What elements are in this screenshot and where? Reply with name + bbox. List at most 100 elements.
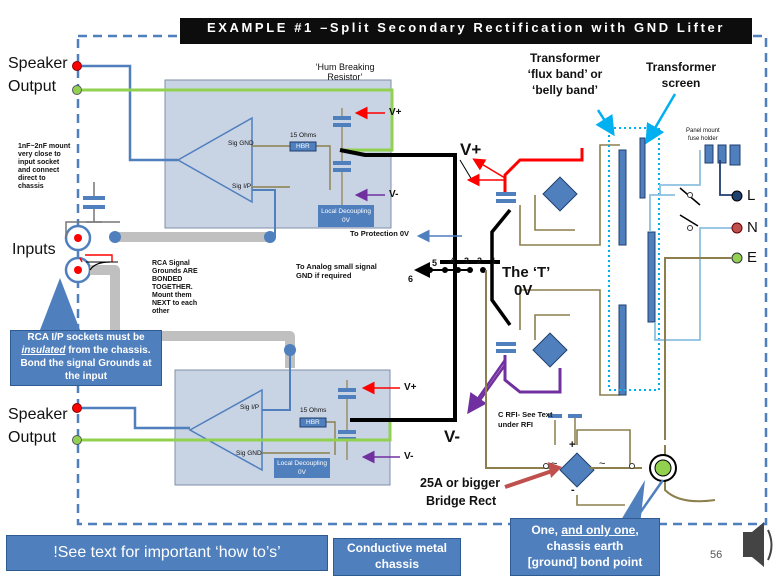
title-bar	[180, 18, 752, 44]
vplus-bottom-label: V+	[404, 382, 417, 393]
bridge-ac-1: ~	[551, 458, 558, 470]
rca-callout-line-1: RCA I/P sockets must be	[27, 332, 145, 343]
flux-band-outline	[608, 127, 660, 391]
one-only-line-1c: ,	[635, 523, 639, 537]
hbr-bottom-label: HBR	[306, 419, 320, 426]
mains-L-label: L	[747, 187, 756, 204]
conductive-chassis-callout: Conductive metal chassis	[333, 538, 461, 576]
node-6: 6	[408, 274, 414, 284]
hum-breaking-resistor-label: ‘Hum Breaking Resistor’	[315, 62, 375, 83]
vminus-top-label: V-	[389, 189, 399, 200]
the-t-label: The ‘T’	[502, 264, 551, 281]
vplus-top-label: V+	[389, 107, 402, 118]
input-cap-note: 1nF~2nF mount very close to input socket…	[18, 143, 71, 191]
speaker-icon	[743, 522, 764, 567]
opamp-bottom	[188, 388, 263, 472]
vminus-rail-label: V-	[444, 427, 461, 446]
bridge-rect-top	[542, 176, 578, 212]
to-analog-label-2: GND if required	[296, 271, 352, 280]
node-3: 3	[464, 256, 470, 266]
hbr-resistor-bottom	[299, 417, 327, 428]
one-only-line-3: [ground] bond point	[527, 555, 643, 570]
page-title: EXAMPLE #1 –Split Secondary Rectificatio…	[206, 20, 726, 35]
bridge-rect-label-2: Bridge Rect	[426, 494, 497, 508]
ohms-top-label: 15 Ohms	[290, 132, 317, 139]
bridge-ac-2: ~	[599, 458, 606, 470]
the-t-0v-label: 0V	[514, 282, 533, 299]
fuse-holder-label-2: fuse holder	[688, 136, 718, 142]
speaker-output-bottom-green-terminal	[72, 435, 82, 445]
mains-E-terminal	[731, 252, 743, 264]
c-rfi-label-2: under RFI	[498, 420, 533, 429]
mains-L-terminal	[731, 190, 743, 202]
speaker-output-top-label: Speaker	[8, 55, 68, 72]
transformer-screen-label-1: Transformer	[645, 60, 717, 74]
sig-gnd-top-label: Sig GND	[228, 140, 254, 147]
sig-ip-top-label: Sig I/P	[232, 183, 252, 190]
speaker-output-top-red-terminal	[72, 61, 82, 71]
c-rfi-label-1: C RFI- See Text	[498, 410, 553, 419]
node-4: 4	[450, 256, 456, 266]
speaker-output-bottom-label-2: Output	[8, 429, 57, 446]
mains-E-label: E	[747, 249, 758, 266]
rca-callout-insulated: insulated	[21, 345, 66, 356]
vminus-bottom-label: V-	[404, 451, 414, 462]
one-only-line-1a: One,	[531, 523, 562, 537]
fuse-holder-label-1: Panel mount	[686, 128, 720, 134]
local-decoupling-bottom-0v: 0V	[298, 469, 306, 476]
rca-bond-note: RCA Signal Grounds ARE BONDED TOGETHER. …	[152, 260, 198, 316]
input-cap-1	[83, 196, 105, 200]
local-decoupling-box-bottom	[274, 458, 330, 478]
mains-N-label: N	[747, 219, 758, 236]
speaker-output-top-label-2: Output	[8, 78, 57, 95]
bridge-plus-sign: +	[569, 439, 576, 451]
flux-band-label-2: ‘flux band’ or	[527, 67, 603, 81]
page-number: 56	[710, 549, 723, 561]
one-only-line-1b: and only one	[561, 523, 636, 537]
transformer-primary	[647, 231, 656, 323]
bond-callout-pointer	[618, 480, 645, 525]
to-protection-label: To Protection 0V	[350, 229, 410, 238]
transformer-screen-label-2: screen	[661, 76, 701, 90]
mains-N-terminal	[731, 222, 743, 234]
flux-band-label-3: ‘belly band’	[531, 83, 598, 97]
sig-gnd-bottom-label: Sig GND	[236, 450, 262, 457]
opamp-top	[176, 116, 253, 204]
transformer-screen-bar	[639, 137, 646, 199]
fuse-holder	[704, 144, 714, 164]
node-5: 5	[432, 258, 438, 268]
rca-callout-line-2: from the chassis.	[65, 345, 151, 356]
local-decoupling-top-0v: 0V	[342, 217, 350, 224]
transformer-secondary-top	[618, 149, 627, 246]
one-bond-point-callout: One, and only one, chassis earth [ground…	[510, 518, 660, 576]
rca-insulated-callout: RCA I/P sockets must be insulated from t…	[10, 330, 162, 386]
hbr-resistor-top	[289, 141, 317, 152]
rca-callout-pointer	[40, 278, 80, 330]
local-decoupling-box-top	[318, 205, 374, 227]
sig-ip-bottom-label: Sig I/P	[240, 404, 260, 411]
rca-callout-line-3: Bond the signal Grounds at	[20, 358, 152, 369]
vplus-rail-label: V+	[460, 140, 482, 159]
node-2: 2	[477, 256, 483, 266]
one-only-line-2: chassis earth	[546, 539, 624, 554]
speaker-output-top-green-terminal	[72, 85, 82, 95]
to-analog-label-1: To Analog small signal	[296, 262, 377, 271]
bridge-minus-sign: -	[571, 484, 575, 496]
transformer-secondary-bottom	[618, 304, 627, 396]
rca-callout-line-4: the input	[64, 371, 108, 382]
bridge-rect-middle	[532, 332, 568, 368]
ohms-bottom-label: 15 Ohms	[300, 407, 327, 414]
conductive-line-1: Conductive metal	[346, 541, 448, 555]
inputs-label: Inputs	[12, 241, 56, 258]
node-1: 1	[491, 256, 497, 266]
see-text-callout: !See text for important ‘how to’s’	[6, 535, 328, 571]
input-cap-2	[83, 205, 105, 209]
speaker-output-bottom-label: Speaker	[8, 406, 68, 423]
bridge-rect-label-1: 25A or bigger	[420, 476, 501, 490]
conductive-line-2: chassis	[374, 556, 420, 571]
local-decoupling-bottom-label: Local Decoupling	[277, 460, 327, 467]
bridge-rect-main	[559, 452, 595, 488]
local-decoupling-top-label: Local Decoupling	[321, 208, 371, 215]
hbr-top-label: HBR	[296, 143, 310, 150]
